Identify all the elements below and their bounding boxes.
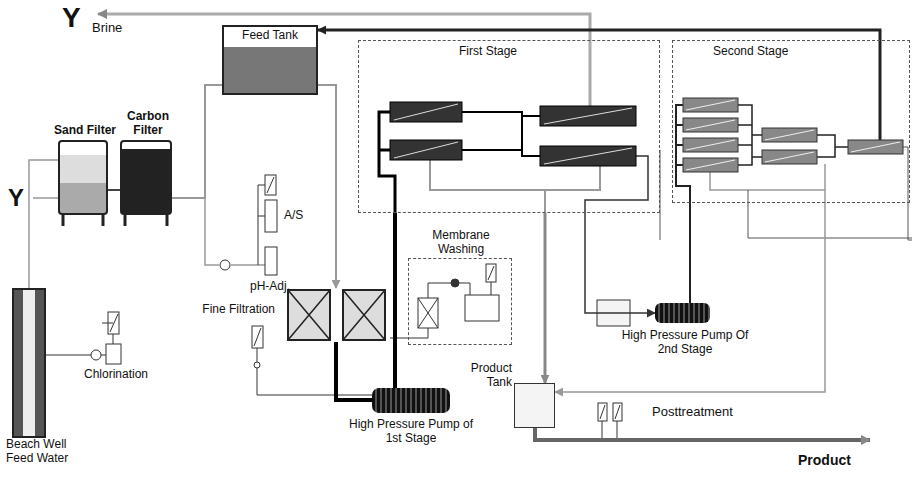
pump: High Pressure Pump of 1st Stage (372, 388, 450, 413)
node-label: High Pressure Pump Of 2nd Stage (615, 329, 755, 357)
washing-unit (390, 264, 499, 338)
pump: High Pressure Pump Of 2nd Stage (655, 303, 710, 323)
carbon-filter: Carbon Filter (120, 140, 172, 215)
node-label: Second Stage (713, 45, 788, 59)
flow-connector (336, 342, 372, 400)
flow-connector (108, 189, 120, 191)
plain-label: Brine (92, 21, 122, 36)
filter-housing (285, 288, 388, 342)
node-label: Sand Filter (52, 124, 118, 138)
chlorination-dosing (36, 312, 121, 364)
plain-label: Chlorination (84, 368, 148, 382)
posttreatment-dosing (598, 403, 622, 440)
plain-label: Posttreatment (652, 405, 733, 420)
flow-connector (555, 203, 825, 392)
fine-filter: Fine Filtration (285, 288, 388, 342)
stage-region: First Stage (358, 40, 660, 213)
washing-region: Membrane Washing (408, 258, 512, 345)
node-label: Beach Well Feed Water (6, 438, 86, 466)
brine-line (98, 14, 590, 106)
node-label: First Stage (459, 45, 517, 59)
flow-connector (544, 213, 547, 383)
chemical-dosing (205, 175, 277, 275)
product-tank: Product Tank (514, 383, 555, 428)
node-label: Fine Filtration (202, 303, 275, 317)
stage-region: Second Stage (672, 40, 910, 203)
node-label: High Pressure Pump of 1st Stage (346, 418, 476, 446)
plain-label: Y (62, 2, 81, 34)
flow-connector (689, 203, 691, 303)
beach-well: Beach Well Feed Water (12, 288, 46, 438)
flow-connector (393, 213, 397, 388)
node-label: Carbon Filter (116, 110, 180, 138)
plain-label: Product (798, 452, 851, 468)
node-label: Membrane Washing (421, 229, 501, 257)
product-line (535, 428, 870, 440)
flow-connector (585, 213, 655, 313)
plain-label: Y (8, 184, 24, 212)
feed-tank: Feed Tank (222, 25, 318, 95)
sand-filter: Sand Filter (58, 140, 108, 215)
membrane-modules (379, 102, 648, 213)
node-label: Feed Tank (242, 29, 298, 43)
flow-connector (172, 85, 222, 198)
flow-connector (318, 30, 880, 40)
flow-connector (29, 160, 58, 288)
feed-line (33, 197, 58, 199)
plain-label: A/S (284, 209, 303, 223)
membrane-modules (660, 40, 912, 240)
flow-connector (318, 85, 336, 288)
node-label: Product Tank (462, 362, 512, 390)
plain-label: pH-Adj. (250, 280, 290, 294)
filter-legs (63, 215, 167, 226)
